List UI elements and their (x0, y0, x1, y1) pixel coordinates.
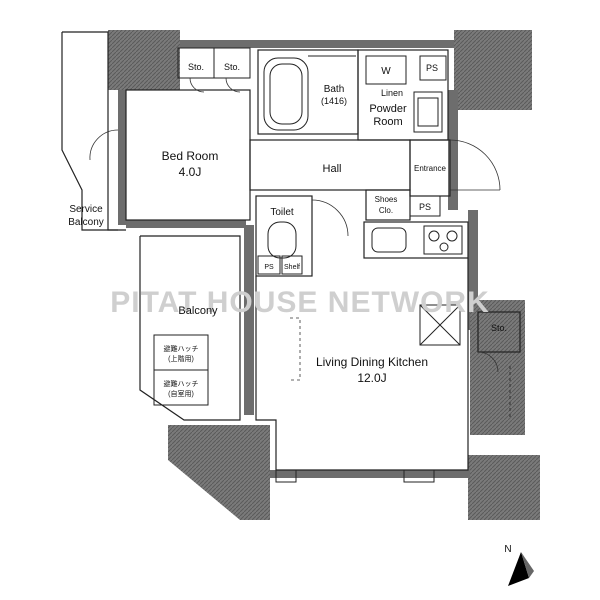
shelf-label: Shelf (284, 264, 300, 271)
kitchen-counter (363, 221, 469, 346)
ps-label-3: PS (264, 264, 274, 271)
storage-label-1: Sto. (188, 62, 204, 72)
washer-label: W (381, 66, 391, 77)
bath-size: (1416) (321, 96, 347, 106)
exterior-walls (108, 30, 540, 520)
service-balcony-line1: Service (69, 204, 103, 215)
hatch-1-line1: 避難ハッチ (164, 344, 199, 353)
balcony (139, 235, 241, 421)
ldk-size: 12.0J (357, 371, 386, 385)
bedroom-size: 4.0J (179, 165, 202, 179)
hatch-2-line2: (自室用) (168, 389, 194, 398)
powder-room-line2: Room (373, 116, 402, 128)
shoes-closet-line1: Shoes (375, 195, 398, 204)
powder-room-line1: Powder (369, 103, 407, 115)
living-dining-kitchen (255, 258, 521, 483)
watermark: PITAT HOUSE NETWORK (110, 286, 490, 319)
service-balcony-line2: Balcony (68, 217, 104, 228)
shoes-closet (365, 189, 441, 221)
hatch-2-line1: 避難ハッチ (164, 379, 199, 388)
bedroom-name: Bed Room (162, 149, 219, 163)
compass-north-label: N (504, 544, 511, 555)
hatch-1-line2: (上階用) (168, 354, 194, 363)
service-balcony (61, 31, 126, 231)
ps-label-1: PS (426, 63, 438, 73)
ps-label-2: PS (419, 202, 431, 212)
linen-label: Linen (381, 88, 403, 98)
hall-label: Hall (323, 163, 342, 175)
toilet-label: Toilet (270, 207, 294, 218)
compass-icon: N (504, 544, 534, 586)
bath-name: Bath (324, 84, 345, 95)
storage-label-2: Sto. (224, 62, 240, 72)
balcony-label: Balcony (178, 305, 218, 317)
storage-label-3: Sto. (491, 323, 507, 333)
entrance-label: Entrance (414, 164, 447, 173)
ldk-name: Living Dining Kitchen (316, 355, 428, 369)
toilet-room (255, 195, 349, 277)
bedroom (125, 47, 251, 221)
shoes-closet-line2: Clo. (379, 206, 393, 215)
